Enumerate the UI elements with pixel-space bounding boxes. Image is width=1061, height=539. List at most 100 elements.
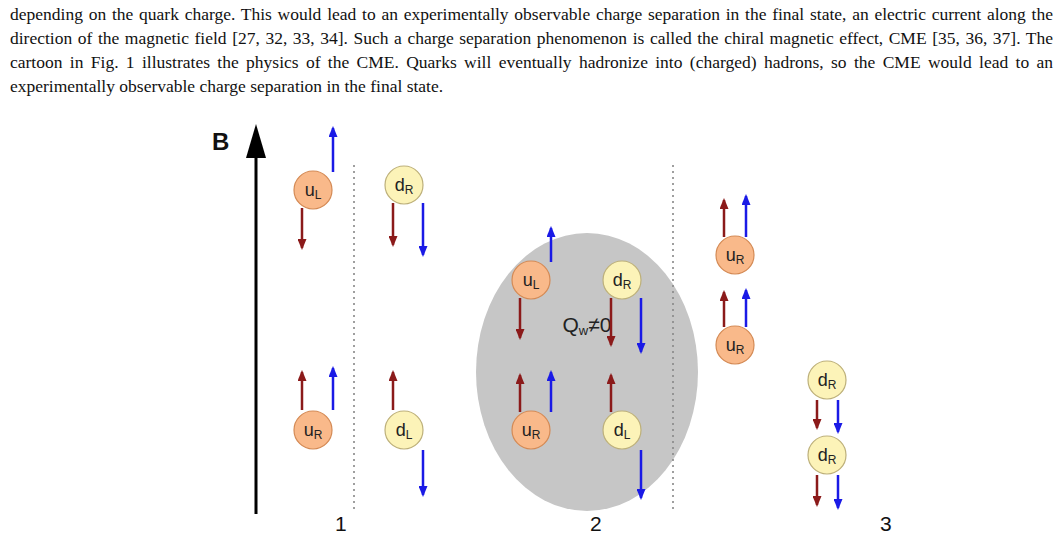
momentum-arrow [519, 298, 522, 338]
subscript: R [314, 428, 323, 442]
symbol: u [726, 245, 736, 266]
ellipse-outline [475, 232, 699, 512]
node-label: dL [602, 410, 642, 450]
node-label: uR [715, 325, 755, 365]
circle-shape [385, 166, 423, 204]
symbol: ≠0 [588, 313, 611, 337]
symbol: u [522, 420, 532, 441]
symbol: u [726, 335, 736, 356]
circle-shape [512, 411, 550, 449]
spin-arrow [550, 372, 553, 412]
symbol: d [395, 175, 405, 196]
spin-arrow [332, 128, 335, 172]
momentum-arrow [816, 400, 819, 428]
panel-number: 2 [590, 512, 602, 536]
node-label: uR [715, 235, 755, 275]
field-axis [255, 150, 258, 514]
quark-circle: uR [293, 410, 333, 450]
subscript: R [532, 428, 541, 442]
spin-arrow [745, 290, 748, 327]
momentum-arrow [610, 375, 613, 412]
quark-circle: dR [807, 360, 847, 400]
node-label: dR [602, 260, 642, 300]
subscript: R [736, 253, 745, 267]
circle-shape [512, 261, 550, 299]
circle-shape [385, 411, 423, 449]
spin-arrow [422, 203, 425, 255]
symbol: u [304, 420, 314, 441]
topological-domain: Qw≠0uLdRuRdL [475, 232, 699, 512]
field-arrowhead [246, 124, 266, 158]
symbol: d [818, 445, 828, 466]
symbol: d [396, 420, 406, 441]
quark-circle: dL [602, 410, 642, 450]
quark-circle: uR [715, 235, 755, 275]
symbol: u [523, 270, 533, 291]
momentum-arrow [301, 372, 304, 410]
node-label: Qw≠0 [475, 312, 699, 338]
node-label: uL [511, 260, 551, 300]
panel-number: 3 [880, 512, 892, 536]
symbol: d [818, 370, 828, 391]
field-label: B [212, 130, 229, 154]
circle-shape [294, 411, 332, 449]
subscript: R [828, 453, 837, 467]
node-label: dR [384, 165, 424, 205]
symbol: d [614, 420, 624, 441]
quark-circle: uR [715, 325, 755, 365]
spin-arrow [332, 368, 335, 410]
quark-circle: dR [384, 165, 424, 205]
subscript: L [624, 428, 631, 442]
quark-circle: uL [511, 260, 551, 300]
node-label: dL [384, 410, 424, 450]
momentum-arrow [723, 200, 726, 237]
panel-separator [353, 165, 355, 512]
quark-circle: dL [384, 410, 424, 450]
circle-shape [808, 436, 846, 474]
subscript: L [533, 278, 540, 292]
circle-shape [603, 411, 641, 449]
node-label: uR [293, 410, 333, 450]
momentum-arrow [816, 475, 819, 505]
panel-number: 1 [335, 512, 347, 536]
node-label: uL [293, 170, 333, 210]
spin-arrow [422, 450, 425, 495]
spin-arrow [640, 450, 643, 498]
subscript: R [405, 183, 414, 197]
momentum-arrow [392, 203, 395, 245]
quark-circle: dR [807, 435, 847, 475]
ellipse-shape [476, 233, 698, 511]
subscript: R [623, 278, 632, 292]
spin-arrow [837, 400, 840, 432]
subscript: R [736, 343, 745, 357]
node-label: uR [511, 410, 551, 450]
spin-arrow [550, 228, 553, 262]
momentum-arrow [392, 372, 395, 410]
symbol: u [305, 180, 315, 201]
circle-shape [603, 261, 641, 299]
subscript: L [406, 428, 413, 442]
circle-shape [716, 236, 754, 274]
panel-separator [672, 165, 674, 512]
quark-circle: dR [602, 260, 642, 300]
symbol: Q [563, 313, 579, 337]
momentum-arrow [610, 298, 613, 345]
subscript: w [579, 323, 588, 338]
momentum-arrow [723, 292, 726, 327]
quark-circle: uL [293, 170, 333, 210]
spin-arrow [837, 475, 840, 508]
symbol: d [613, 270, 623, 291]
subscript: R [828, 378, 837, 392]
circle-shape [808, 361, 846, 399]
quark-circle: uR [511, 410, 551, 450]
node-label: dR [807, 435, 847, 475]
spin-arrow [640, 298, 643, 352]
node-label: dR [807, 360, 847, 400]
spin-arrow [745, 196, 748, 237]
circle-shape [294, 171, 332, 209]
momentum-arrow [519, 375, 522, 412]
subscript: L [315, 188, 322, 202]
body-text: depending on the quark charge. This woul… [10, 2, 1053, 98]
